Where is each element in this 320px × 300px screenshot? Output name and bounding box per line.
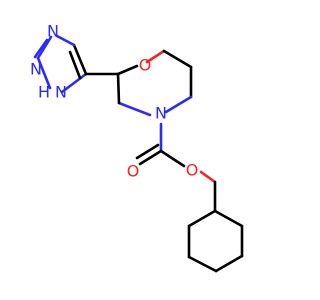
bond-o-ch2: [199, 170, 217, 184]
bond-ring-left: [116, 72, 121, 105]
bond-n-n-double-inner: [33, 38, 49, 59]
bond-ring-right-bottom: [164, 95, 193, 114]
atom-nitrogen-nh: N: [55, 83, 67, 102]
bond-n-n-double: [36, 35, 53, 60]
bond-n-nh: [36, 56, 52, 90]
bond-c-o-double-inner: [135, 143, 160, 160]
bond-o-c-ring: [145, 49, 166, 64]
molecule-structure: N N N H O N O O: [30, 22, 244, 273]
bond-ring-right-top: [162, 49, 193, 69]
bond-c-n-double-inner: [68, 50, 82, 80]
bond-cy-4: [214, 254, 244, 273]
molecule-canvas: N N N H O N O O: [30, 22, 244, 273]
bond-cy-1: [187, 209, 217, 228]
bond-cy-3: [187, 255, 218, 273]
bond-ring-top: [55, 34, 76, 47]
atom-nitrogen-top: N: [47, 22, 59, 41]
atom-hydrogen-nh: H: [38, 83, 50, 102]
atom-oxygen-ester: O: [186, 161, 199, 180]
atom-oxygen-morpholine: O: [139, 56, 152, 75]
atom-oxygen-carbonyl: O: [127, 162, 140, 181]
bond-c-o-ring: [116, 64, 139, 76]
bond-nh-c: [60, 72, 88, 94]
bond-n-c-ring: [117, 101, 152, 117]
bond-c-n-double: [72, 43, 88, 76]
atom-nitrogen-morpholine: N: [155, 104, 167, 123]
atom-nitrogen-left: N: [30, 60, 42, 79]
bond-cy-6: [213, 209, 244, 228]
bond-c-o-double: [138, 149, 163, 166]
bond-c-o-ester: [159, 149, 186, 168]
